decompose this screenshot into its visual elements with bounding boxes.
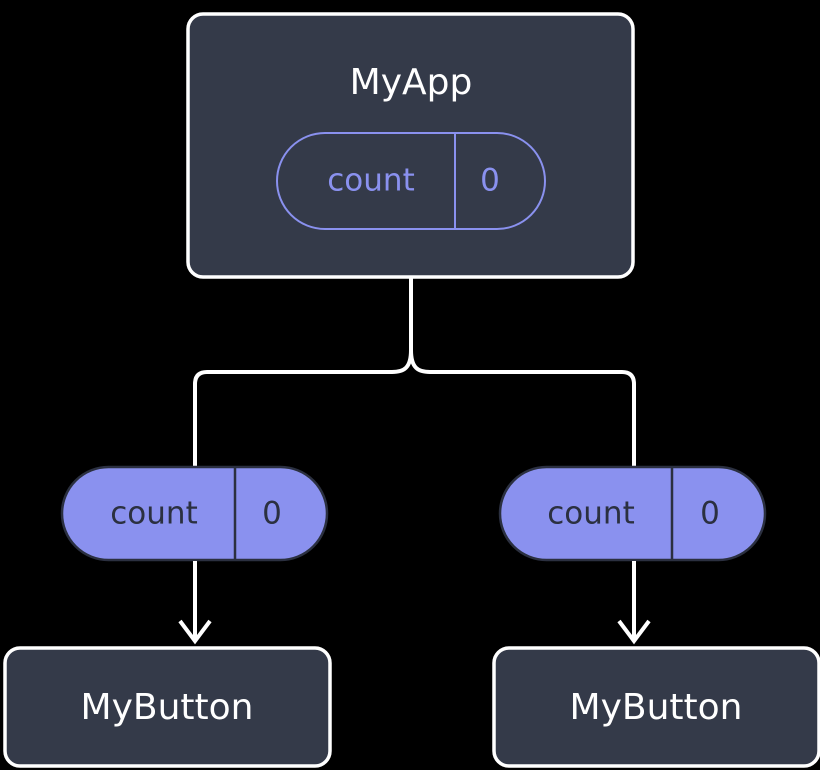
connector-fork-right (409, 349, 636, 467)
node-myapp-box[interactable] (186, 12, 635, 279)
node-mybutton-right-box[interactable] (492, 646, 820, 768)
node-mybutton-left-box[interactable] (3, 646, 332, 768)
state-pill-right-value: 0 (700, 496, 720, 532)
state-pill-root-value: 0 (480, 163, 500, 199)
arrow-left-head-icon (178, 619, 212, 645)
state-pill-root[interactable]: count 0 (276, 132, 546, 230)
state-pill-left-shape[interactable] (60, 465, 329, 562)
state-pill-left-value: 0 (262, 496, 282, 532)
connector-group (193, 277, 636, 467)
state-pill-right-shape[interactable] (498, 465, 767, 562)
connector-fork-left (193, 349, 413, 467)
arrow-right (617, 561, 651, 645)
state-pill-left[interactable]: count 0 (60, 465, 329, 562)
node-mybutton-left-label: MyButton (81, 687, 254, 728)
state-pill-root-key: count (327, 163, 414, 199)
node-myapp[interactable]: MyApp count 0 (186, 12, 635, 279)
node-myapp-label: MyApp (350, 62, 473, 103)
node-mybutton-left[interactable]: MyButton (3, 646, 332, 768)
branch-left: count 0 MyButton (3, 465, 332, 768)
arrow-right-head-icon (617, 619, 651, 645)
arrow-left (178, 561, 212, 645)
state-pill-right-key: count (547, 496, 634, 532)
state-pill-left-key: count (110, 496, 197, 532)
node-mybutton-right-label: MyButton (570, 687, 743, 728)
branch-right: count 0 MyButton (492, 465, 820, 768)
node-mybutton-right[interactable]: MyButton (492, 646, 820, 768)
state-pill-right[interactable]: count 0 (498, 465, 767, 562)
state-pill-root-shape[interactable] (276, 132, 546, 230)
